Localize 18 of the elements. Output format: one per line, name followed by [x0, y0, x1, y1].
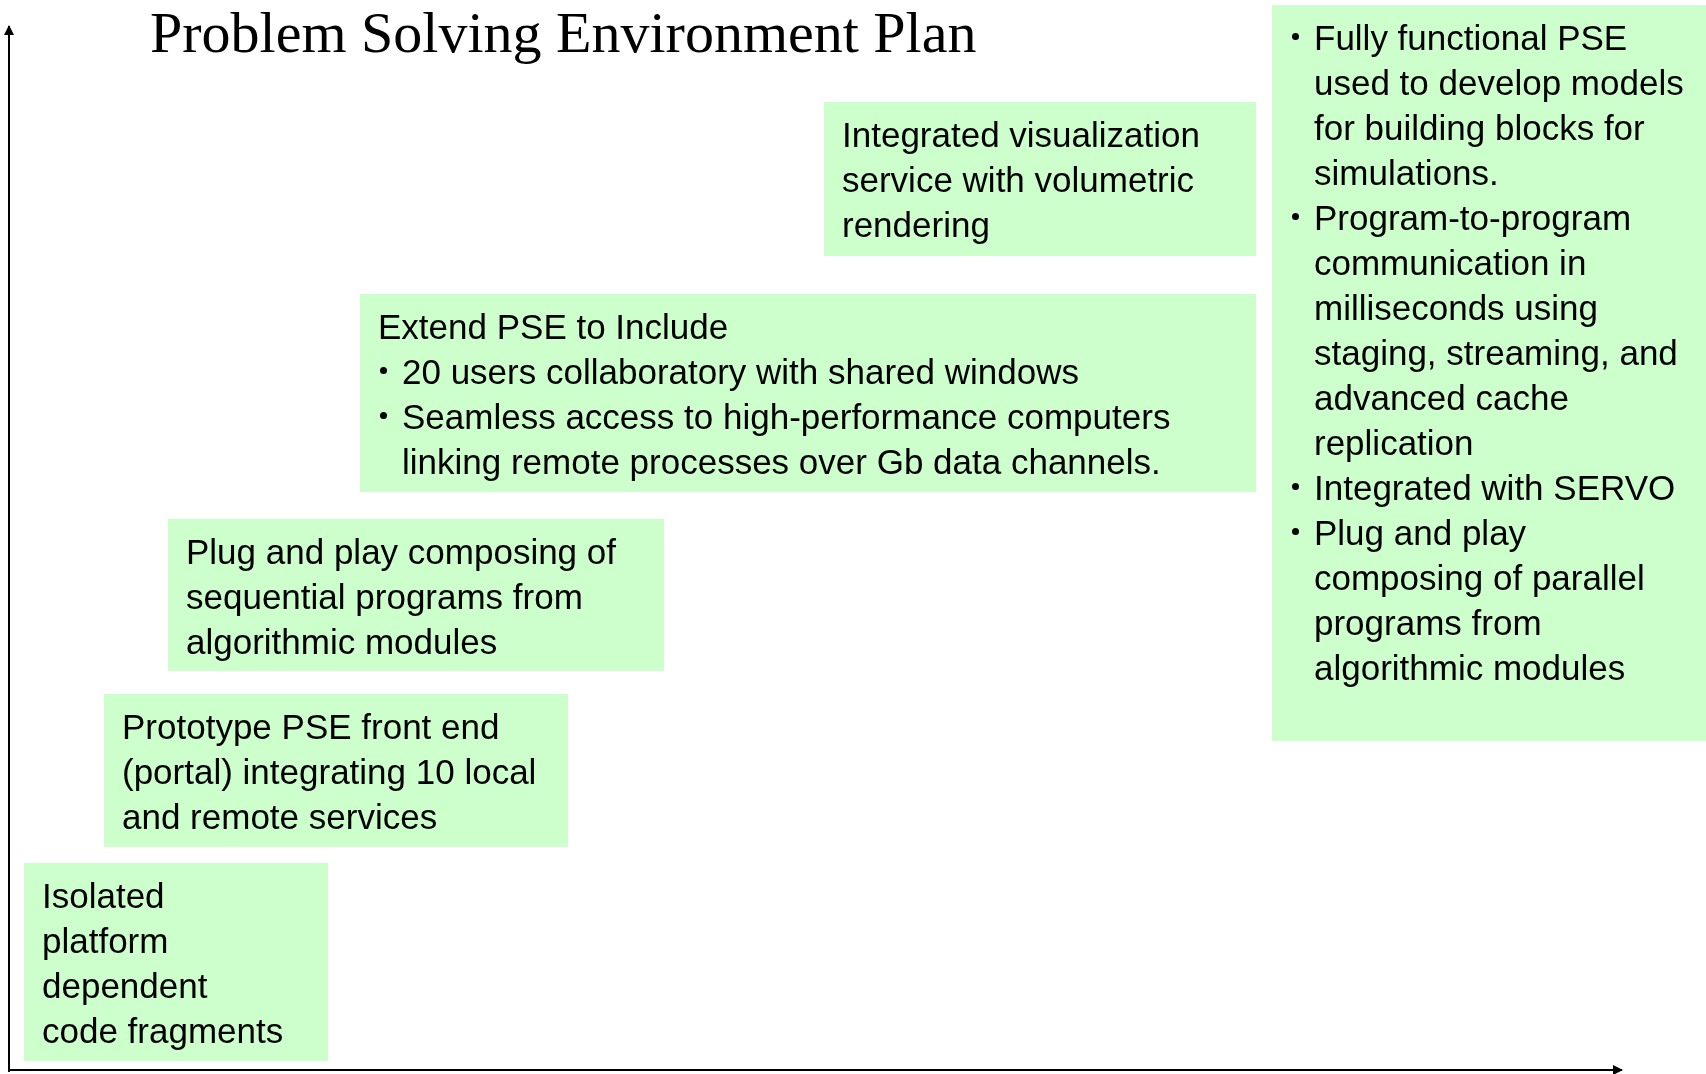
box-text: Prototype PSE front end (portal) integrating 10 local and remote services	[122, 706, 538, 838]
box-heading: Extend PSE to Include	[378, 306, 730, 348]
box-text: Plug and play composing of sequential programs from algorithmic modules	[186, 531, 617, 663]
bullet-text: Seamless access to high-performance computers linking remote processes over Gb data channels.	[402, 397, 1171, 481]
bullet-text: Integrated with SERVO	[1314, 468, 1676, 507]
bullet-text: 20 users collaboratory with shared windows	[402, 352, 1079, 391]
milestone-box	[168, 519, 664, 671]
milestone-box	[1272, 5, 1706, 741]
box-text: Isolated platform dependent code fragments	[42, 875, 285, 1052]
bullet-text: Plug and play composing of parallel programs from algorithmic modules	[1314, 513, 1645, 687]
bullet-text: Fully functional PSE used to develop models for building blocks for simulations.	[1314, 18, 1684, 192]
box-text: Integrated visualization service with volumetric rendering	[842, 114, 1201, 246]
milestone-box	[360, 294, 1256, 492]
milestone-box	[824, 102, 1256, 256]
milestone-box	[24, 863, 328, 1061]
milestone-box	[104, 694, 568, 847]
title: Problem Solving Environment Plan	[150, 0, 977, 66]
bullet-text: Program-to-program communication in milliseconds using staging, streaming, and advanced cache replication	[1314, 198, 1678, 462]
